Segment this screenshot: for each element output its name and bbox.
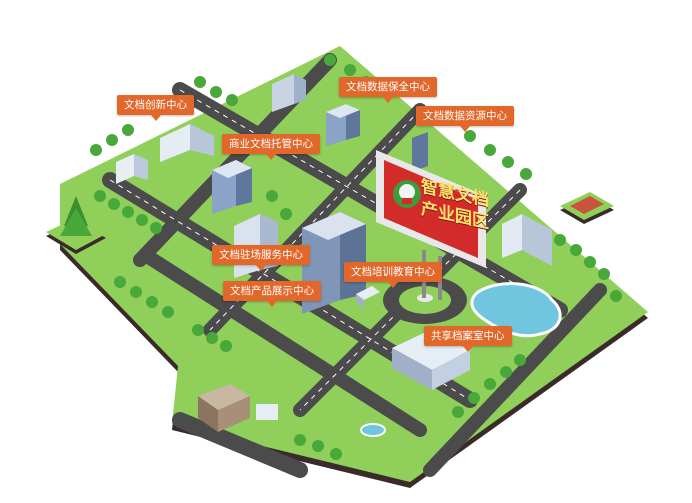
trees [90,54,622,460]
roundabout [383,276,467,324]
callout-product-display-center[interactable]: 文档产品展示中心 [223,281,321,307]
callout-commercial-hosting-center[interactable]: 商业文档托管中心 [222,134,320,160]
billboard [376,150,486,300]
tree-island [46,196,106,254]
callout-shared-archive-center[interactable]: 共享档案室中心 [424,326,512,352]
fountain [360,423,386,437]
callout-innovation-center[interactable]: 文档创新中心 [117,95,194,121]
callout-data-resource-center[interactable]: 文档数据资源中心 [416,106,514,132]
pond [470,282,562,338]
sports-field-island [560,192,614,224]
callout-training-center[interactable]: 文档培训教育中心 [344,262,442,288]
callout-data-security-center[interactable]: 文档数据保全中心 [339,77,437,103]
callout-onsite-service-center[interactable]: 文档驻场服务中心 [212,245,310,271]
